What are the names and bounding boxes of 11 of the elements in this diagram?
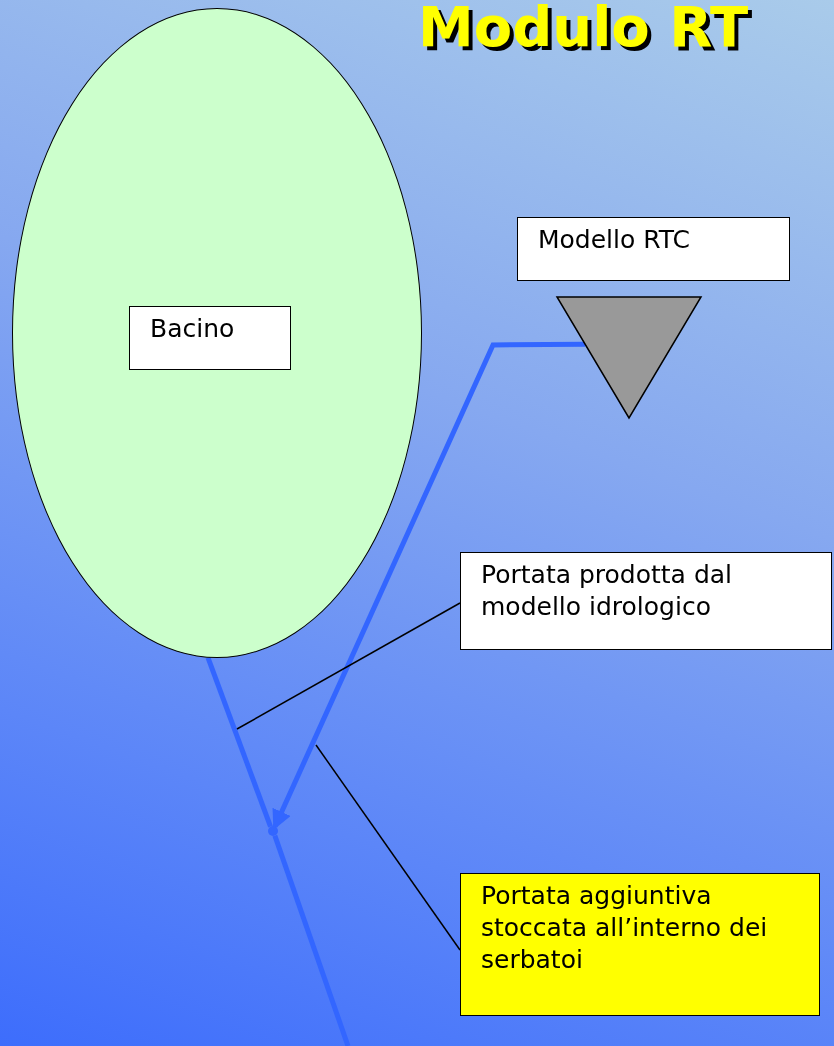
- title: Modulo RT: [418, 0, 749, 59]
- junction-point: [268, 826, 278, 836]
- model-label: Modello RTC: [517, 217, 790, 281]
- storage-label: Portata aggiuntiva stoccata all’interno dei serbatoi: [460, 873, 820, 1016]
- leader-line: [236, 602, 461, 730]
- river-line: [272, 834, 351, 1046]
- leader-line: [315, 744, 461, 951]
- reservoir-triangle: [557, 297, 701, 418]
- river-line: [205, 656, 273, 828]
- basin-label: Bacino: [129, 306, 291, 370]
- flow-label: Portata prodotta dal modello idrologico: [460, 552, 832, 650]
